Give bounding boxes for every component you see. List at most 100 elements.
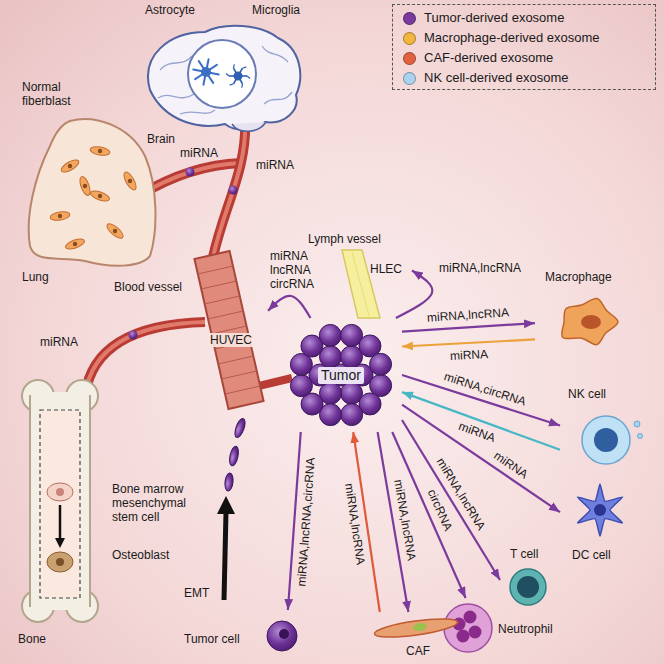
legend-row: CAF-derived exosome [403, 50, 553, 66]
cerebellum [232, 122, 266, 131]
differentiation-arrow [59, 505, 62, 540]
neutrophil-nucleus-lobe [464, 611, 477, 624]
tumor-cell-circle [290, 375, 312, 397]
edge-label: miRNA,lncRNA [439, 261, 521, 275]
legend-swatch [403, 12, 416, 25]
endothelial-seam [201, 281, 236, 289]
node-figure-group [267, 621, 297, 651]
cell-node: Neutrophil [440, 598, 568, 658]
microglia-branch [230, 84, 234, 85]
node-label: Normal fiberblast [22, 80, 94, 108]
osteoblast-cell [47, 552, 73, 572]
cell-node: Macrophage [535, 268, 640, 370]
exosome-dot [229, 186, 238, 195]
fibroblast [78, 175, 92, 197]
endothelial-seam [208, 311, 243, 319]
blood-vessel-tube [194, 251, 263, 409]
fibroblast [59, 158, 80, 175]
node-figure [20, 78, 162, 288]
edge-label: miRNA,circRNA [442, 369, 528, 408]
brain-gyrus [262, 46, 288, 62]
edge-label: miRNA,lncRNA [342, 482, 368, 565]
microglia-branch [241, 84, 243, 88]
microglia-branch [233, 64, 235, 68]
brain-vessel-lumen [212, 118, 245, 262]
caf-nucleus [413, 622, 428, 632]
fibroblast [64, 237, 86, 251]
figure-label: Bone marrow mesenchymal stem cell [112, 482, 198, 524]
figure-label: Osteoblast [112, 548, 169, 562]
node-figure-group [148, 26, 300, 132]
tumor-cell-circle [319, 324, 341, 346]
endothelial-seam [218, 356, 253, 364]
node-figure-group [194, 251, 263, 409]
osteoblast-nucleus [56, 558, 64, 566]
macrophage-nucleus [581, 315, 601, 329]
fibroblast-nucleus [83, 184, 87, 188]
stem-cell-nucleus [56, 488, 64, 496]
differentiation-arrowhead [55, 538, 65, 548]
node-figure-group [342, 250, 380, 318]
tumor-cell-nucleus [279, 629, 289, 639]
node-figure [135, 2, 307, 149]
node-figure-group [444, 604, 492, 652]
macrophage-symbol [562, 298, 618, 344]
edge-label: miRNA,lncRNA [426, 306, 509, 325]
edge-label: miRNA [450, 347, 489, 363]
lymph-vessel-band [342, 250, 380, 318]
figure-label: miRNA [256, 158, 294, 172]
transfer-arrow [402, 339, 535, 346]
node-label: Brain [147, 132, 175, 146]
legend-swatch [403, 52, 416, 65]
emt-arrowhead [217, 496, 235, 514]
node-label: DC cell [572, 548, 611, 562]
fibroblast [49, 210, 70, 221]
endothelial-seam [198, 266, 233, 274]
fibroblast-nucleus [113, 229, 117, 233]
lung-outline [29, 119, 156, 266]
edge-label: miRNA [457, 419, 497, 445]
tumor-cell-circle [370, 353, 392, 375]
brain-gyrus [264, 92, 292, 104]
legend-text: NK cell-derived exosome [424, 70, 569, 86]
node-figure-group [290, 324, 391, 425]
legend-row: Tumor-derived exosome [403, 10, 564, 26]
microglia-branch [247, 76, 250, 79]
node-label: T cell [510, 547, 538, 561]
fibroblast [89, 189, 111, 203]
node-label: HLEC [370, 262, 402, 276]
legend-text: Tumor-derived exosome [424, 10, 564, 26]
transfer-arrow [402, 323, 535, 332]
brain-gyrus [158, 94, 194, 98]
tumor-node: Tumor [280, 318, 402, 432]
neutrophil-nucleus-lobe [457, 630, 470, 643]
astrocyte-symbol [201, 67, 211, 77]
fibroblast-nucleus [68, 164, 72, 168]
brain-vessel [212, 118, 245, 262]
emt-arrow [224, 512, 226, 600]
node-label: Tumor cell [184, 632, 240, 646]
bone-shaft-fill [31, 392, 89, 610]
figure-label: miRNA [40, 335, 78, 349]
organ-node: Normal fiberblastLung [20, 78, 162, 288]
organ-node: Brain [135, 2, 307, 149]
organ-node: Bone [8, 378, 112, 650]
edge-label: circRNA [425, 487, 456, 533]
node-label: Lung [22, 270, 49, 284]
cell-node: NK cell [560, 385, 650, 475]
migrating-cell [233, 417, 247, 439]
brain-figure [148, 26, 300, 132]
node-figure [8, 378, 112, 650]
endothelial-seam [222, 371, 257, 379]
tumor-cell-symbol [267, 621, 297, 651]
cell-node: T cell [500, 545, 556, 615]
exosome-dot [634, 421, 640, 427]
dc-cell-nucleus [594, 504, 606, 516]
node-figure-group [577, 484, 622, 536]
lymph-vessel-stripe [352, 252, 369, 316]
tumor-cell-circle [341, 404, 363, 426]
dc-cell-symbol [577, 484, 622, 536]
cell-node: Tumor cell [180, 610, 310, 660]
fibroblast [122, 170, 139, 191]
t-cell-symbol [510, 569, 546, 605]
